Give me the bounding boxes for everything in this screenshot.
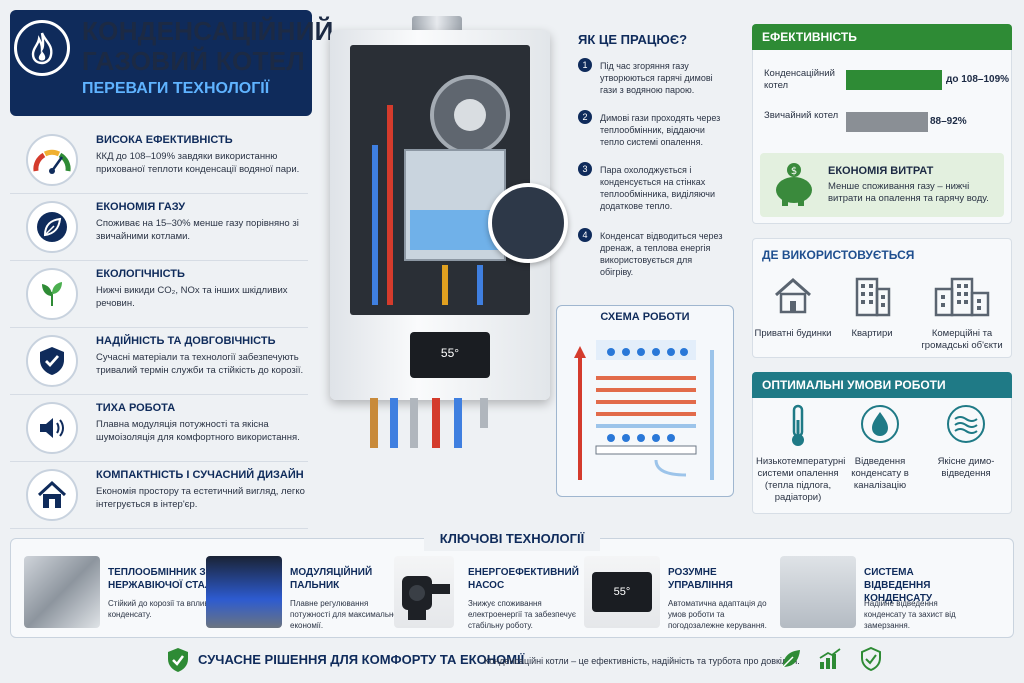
benefit-item: ЕКОЛОГІЧНІСТЬ Нижчі викиди CO₂, NOx та ін… bbox=[10, 262, 308, 328]
leaf-icon bbox=[26, 201, 78, 253]
apartment-building-icon bbox=[840, 275, 904, 321]
benefit-item: ТИХА РОБОТА Плавна модуляція потужності т… bbox=[10, 396, 308, 462]
efficiency-bar bbox=[846, 112, 928, 132]
house-icon bbox=[26, 469, 78, 521]
usage-title: ДЕ ВИКОРИСТОВУЄТЬСЯ bbox=[762, 248, 915, 262]
controller-display: 55° bbox=[592, 572, 652, 612]
benefit-text: Споживає на 15–30% менше газу порівняно … bbox=[96, 218, 299, 242]
scheme-title: СХЕМА РОБОТИ bbox=[600, 311, 690, 323]
key-tech-title-item: ЕНЕРГОЕФЕКТИВНИЙ НАСОС bbox=[468, 567, 579, 591]
benefit-text: Нижчі викиди CO₂, NOx та інших шкідливих… bbox=[96, 285, 288, 309]
magnifier-condensate-icon bbox=[488, 183, 568, 263]
key-tech-text: Надійне відведення конденсату та захист … bbox=[864, 599, 956, 630]
controller-image: 55° bbox=[584, 556, 660, 628]
shield-check-icon bbox=[26, 335, 78, 387]
how-it-works-title: ЯК ЦЕ ПРАЦЮЄ? bbox=[578, 32, 688, 47]
usage-label: Приватні будинки bbox=[754, 328, 832, 339]
condition-label: Якісне димо-відведення bbox=[937, 456, 995, 479]
benefit-title: ТИХА РОБОТА bbox=[96, 402, 176, 414]
gauge-icon bbox=[26, 134, 78, 186]
pump-image bbox=[394, 556, 454, 628]
footer-sub: Конденсаційні котли – це ефективність, н… bbox=[484, 656, 800, 666]
step-number: 3 bbox=[578, 162, 592, 176]
page-title: КОНДЕНСАЦІЙНИЙ ГАЗОВИЙ КОТЕЛ bbox=[82, 16, 334, 76]
speaker-icon bbox=[26, 402, 78, 454]
benefit-item: КОМПАКТНІСТЬ І СУЧАСНИЙ ДИЗАЙН Економія п… bbox=[10, 463, 308, 529]
efficiency-value: 88–92% bbox=[930, 116, 967, 127]
water-drop-icon bbox=[842, 404, 918, 448]
step-number: 2 bbox=[578, 110, 592, 124]
benefit-item: ЕКОНОМІЯ ГАЗУ Споживає на 15–30% менше га… bbox=[10, 195, 308, 261]
benefit-item: НАДІЙНІСТЬ ТА ДОВГОВІЧНІСТЬ Сучасні матер… bbox=[10, 329, 308, 395]
key-tech-title-item: ТЕПЛООБМІННИК З НЕРЖАВІЮЧОЇ СТАЛІ bbox=[108, 567, 215, 591]
key-tech-title-item: СИСТЕМА ВІДВЕДЕННЯ КОНДЕНСАТУ bbox=[864, 567, 933, 604]
key-tech-text: Автоматична адаптація до умов роботи та … bbox=[668, 599, 767, 630]
efficiency-label: Звичайний котел bbox=[764, 110, 839, 121]
private-house-icon bbox=[754, 275, 832, 319]
burner-image bbox=[206, 556, 282, 628]
step-number: 4 bbox=[578, 228, 592, 242]
key-tech-title-item: РОЗУМНЕ УПРАВЛІННЯ bbox=[668, 567, 733, 591]
commercial-building-icon bbox=[916, 275, 1008, 321]
footer-main: СУЧАСНЕ РІШЕННЯ ДЛЯ КОМФОРТУ ТА ЕКОНОМІЇ bbox=[198, 652, 525, 667]
key-tech-text: Знижує споживання електроенергії та забе… bbox=[468, 599, 576, 630]
boiler-pipes bbox=[360, 398, 500, 458]
key-tech-text: Плавне регулювання потужності для максим… bbox=[290, 599, 401, 630]
savings-text: Менше споживання газу – нижчі витрати на… bbox=[828, 181, 989, 204]
waves-icon bbox=[924, 404, 1008, 448]
footer-leaf-icon bbox=[780, 648, 802, 674]
eco-leaves-icon bbox=[26, 268, 78, 320]
boiler-display: 55° bbox=[410, 332, 490, 378]
benefit-item: ВИСОКА ЕФЕКТИВНІСТЬ ККД до 108–109% завдя… bbox=[10, 128, 308, 194]
benefit-text: Економія простору та естетичний вигляд, … bbox=[96, 486, 305, 510]
scheme-diagram bbox=[566, 330, 726, 490]
conditions-title: ОПТИМАЛЬНІ УМОВИ РОБОТИ bbox=[752, 372, 1012, 398]
efficiency-label: Конденсаційний котел bbox=[764, 68, 835, 91]
benefit-title: ВИСОКА ЕФЕКТИВНІСТЬ bbox=[96, 134, 233, 146]
condition-label: Відведення конденсату в каналізацію bbox=[851, 456, 909, 491]
boiler-internals bbox=[350, 45, 530, 315]
heat-exchanger-image bbox=[24, 556, 100, 628]
thermometer-icon bbox=[756, 404, 840, 452]
footer-check-icon bbox=[166, 647, 190, 677]
footer-chart-icon bbox=[818, 648, 842, 674]
usage-label: Квартири bbox=[851, 328, 893, 339]
efficiency-bar bbox=[846, 70, 942, 90]
step-text: Під час згоряння газу утворюються гарячі… bbox=[600, 61, 713, 95]
savings-title: ЕКОНОМІЯ ВИТРАТ bbox=[828, 165, 934, 177]
key-tech-title-item: МОДУЛЯЦІЙНИЙ ПАЛЬНИК bbox=[290, 567, 373, 591]
efficiency-title: ЕФЕКТИВНІСТЬ bbox=[752, 24, 1012, 50]
step-number: 1 bbox=[578, 58, 592, 72]
condition-label: Низькотемпературні системи опалення (теп… bbox=[756, 456, 846, 503]
flame-icon bbox=[14, 20, 70, 76]
key-tech-title: КЛЮЧОВІ ТЕХНОЛОГІЇ bbox=[424, 527, 600, 551]
svg-text:$: $ bbox=[791, 166, 797, 177]
benefit-title: ЕКОНОМІЯ ГАЗУ bbox=[96, 201, 186, 213]
footer-shield-icon bbox=[860, 646, 882, 675]
step-text: Димові гази проходять через теплообмінни… bbox=[600, 113, 721, 147]
condensate-drain-image bbox=[780, 556, 856, 628]
page-subtitle: ПЕРЕВАГИ ТЕХНОЛОГІЇ bbox=[82, 80, 270, 97]
step-text: Пара охолоджується і конденсується на ст… bbox=[600, 165, 715, 211]
benefit-text: ККД до 108–109% завдяки використанню при… bbox=[96, 151, 300, 175]
benefit-text: Плавна модуляція потужності та якісна шу… bbox=[96, 419, 300, 443]
piggy-bank-icon: $ bbox=[768, 160, 818, 210]
step-text: Конденсат відводиться через дренаж, а те… bbox=[600, 231, 723, 277]
benefit-title: НАДІЙНІСТЬ ТА ДОВГОВІЧНІСТЬ bbox=[96, 335, 276, 347]
key-tech-text: Стійкий до корозії та вплив конденсату. bbox=[108, 599, 209, 619]
benefit-title: ЕКОЛОГІЧНІСТЬ bbox=[96, 268, 185, 280]
usage-label: Комерційні та громадські об'єкти bbox=[921, 328, 1003, 351]
benefit-title: КОМПАКТНІСТЬ І СУЧАСНИЙ ДИЗАЙН bbox=[96, 469, 304, 481]
benefit-text: Сучасні матеріали та технології забезпеч… bbox=[96, 352, 304, 376]
efficiency-value: до 108–109% bbox=[946, 74, 1010, 85]
